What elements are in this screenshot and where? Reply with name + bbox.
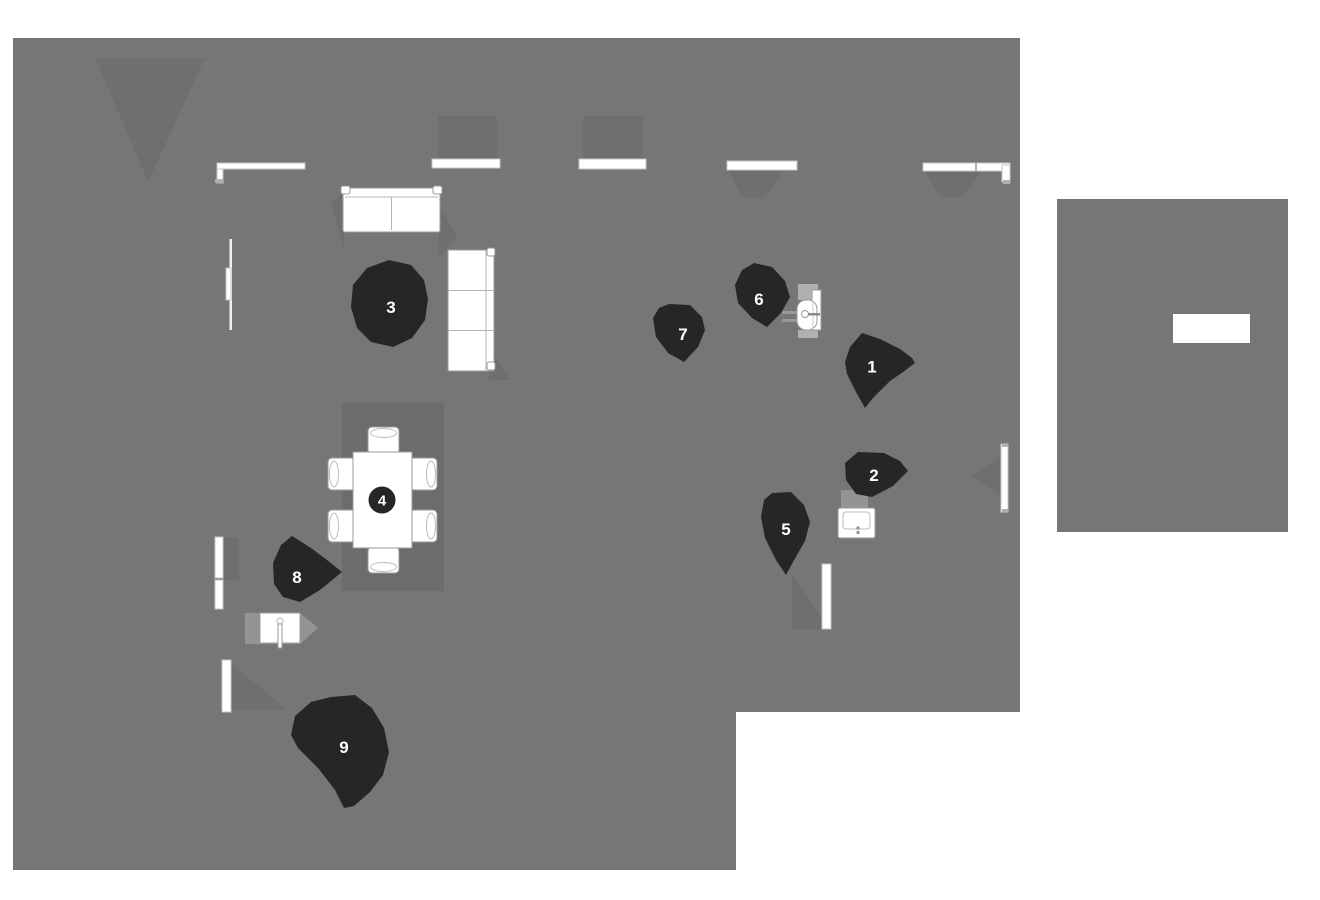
marker-blob[interactable] [273,536,342,602]
marker-blob[interactable] [761,492,810,575]
wall-bar-c [221,659,232,713]
shadow-above-window-3 [583,116,643,159]
wall-bar-b [214,579,224,610]
shadow-right-bar [972,456,1000,496]
chair-icon [409,509,438,543]
shadow-above-window-2 [438,116,497,159]
window-1-cap [215,179,223,183]
shadow-top-left [95,58,205,182]
window-4 [726,160,798,171]
sink-icon [245,612,318,649]
marker-4[interactable]: 4 [368,486,396,514]
wall-bar-a [214,536,224,579]
chair-icon [367,546,400,574]
window-5-mullion [975,163,977,171]
window-5 [922,162,1011,172]
shadow-mid-bar [792,574,829,629]
toilet-icon [782,284,822,338]
window-2 [431,158,501,169]
window-1 [216,162,306,170]
window-5-leg [1001,164,1011,183]
floor-area-annex [1057,199,1288,532]
window-5-cap [1003,180,1010,184]
furniture [245,185,876,649]
chair-icon [327,457,356,491]
floor-area-main [13,38,1020,870]
marker-blob[interactable] [735,263,790,327]
wall-bar-right [1000,443,1009,513]
chair-icon [409,457,438,491]
wall-bar-right-cap-bottom [1002,509,1008,512]
chair-icon [367,426,400,455]
shadow-sofa-right [439,205,457,258]
marker-blob[interactable] [291,695,389,808]
interior-window-sash [225,267,232,301]
marker-blob[interactable] [845,333,915,408]
shadow-below-window-5 [925,171,982,197]
wall-openings [214,158,1250,713]
sofa-icon [340,185,443,233]
chair-icon [327,509,356,543]
shadow-below-window-4 [729,171,783,198]
annex-opening [1173,314,1250,343]
shadow-sofa-left [331,191,344,252]
bookshelf-icon [447,247,496,372]
marker-blob[interactable] [653,304,705,362]
wall-bar-middle [821,563,832,630]
wall-bar-right-cap-top [1002,444,1008,447]
marker-blob[interactable] [351,260,428,347]
shadow-wall-bar-a [223,537,239,580]
shadow-wall-bar-c [231,663,287,710]
marker-blob[interactable] [845,452,908,497]
marker-badge[interactable] [368,486,396,514]
window-3 [578,158,647,170]
